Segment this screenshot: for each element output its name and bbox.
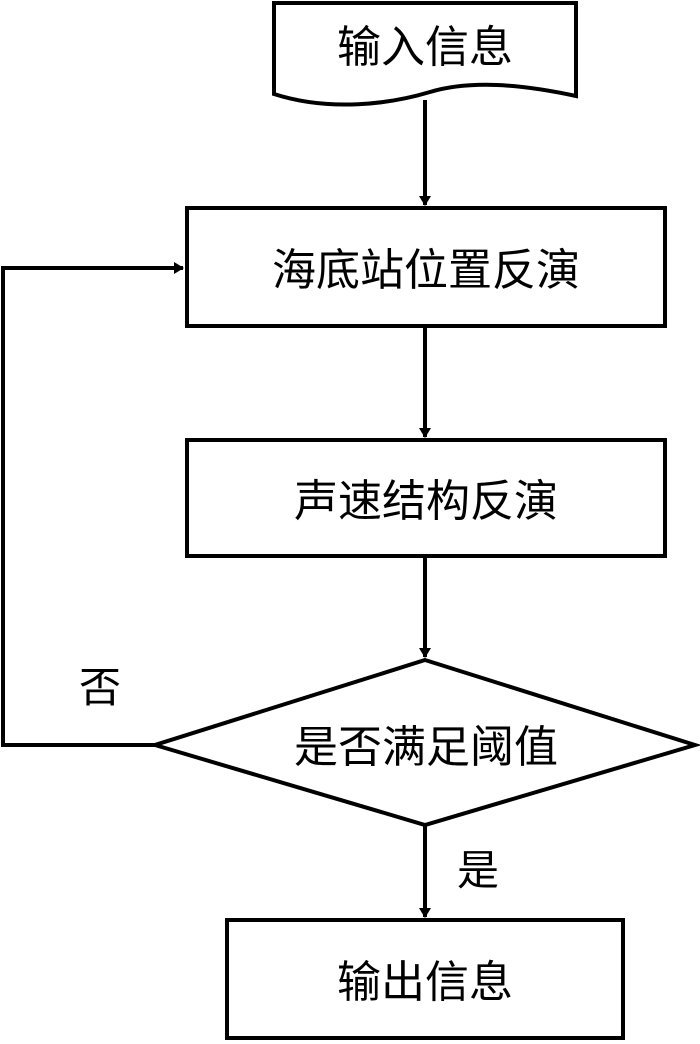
position-inversion-label: 海底站位置反演 [272,245,580,296]
edge-label-yes: 是 [457,846,499,895]
edge-check-to-pos-loop [1,262,184,747]
sound-speed-inversion-label: 声速结构反演 [294,476,558,527]
sound-speed-inversion-node [185,438,667,558]
output-node [225,918,625,1040]
input-node-label: 输入信息 [337,22,513,73]
threshold-decision-label: 是否满足阈值 [294,722,558,773]
edge-label-no: 否 [79,663,121,712]
output-node-label: 输出信息 [337,957,513,1008]
position-inversion-node [185,206,667,328]
input-node-shape [272,1,578,107]
